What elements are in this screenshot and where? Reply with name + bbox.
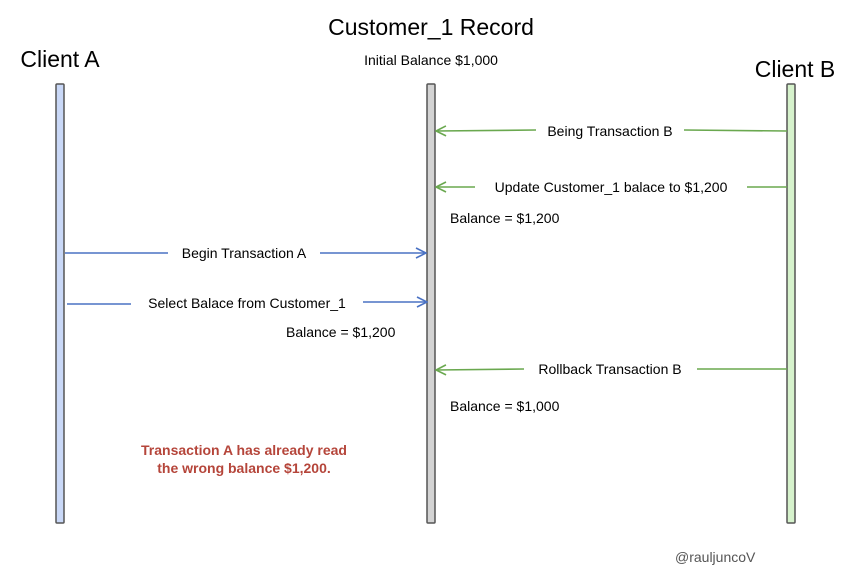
record-lifeline	[426, 83, 436, 524]
message-begin-transaction-b: Being Transaction B	[436, 123, 788, 139]
message-label: Begin Transaction A	[182, 245, 307, 261]
message-label: Being Transaction B	[547, 123, 672, 139]
client-a-lifeline	[55, 83, 65, 524]
message-begin-transaction-a: Begin Transaction A	[65, 245, 426, 261]
author-credit: @rauljuncoV	[675, 549, 756, 565]
balance-after-rollback: Balance = $1,000	[450, 398, 560, 414]
client-a-label: Client A	[20, 46, 100, 72]
note-line-2: the wrong balance $1,200.	[157, 460, 331, 476]
balance-read-by-a: Balance = $1,200	[286, 324, 396, 340]
note-line-1: Transaction A has already read	[141, 442, 347, 458]
message-rollback-transaction-b: Rollback Transaction B	[436, 361, 787, 377]
record-title: Customer_1 Record	[328, 14, 534, 40]
initial-balance-label: Initial Balance $1,000	[364, 52, 498, 68]
message-label: Rollback Transaction B	[538, 361, 681, 377]
message-label: Update Customer_1 balace to $1,200	[495, 179, 728, 195]
client-b-lifeline	[786, 83, 796, 524]
dirty-read-note: Transaction A has already read the wrong…	[141, 442, 347, 476]
message-select-balance: Select Balace from Customer_1	[67, 295, 427, 311]
message-update-customer: Update Customer_1 balace to $1,200	[436, 179, 787, 195]
client-b-label: Client B	[755, 56, 836, 82]
message-label: Select Balace from Customer_1	[148, 295, 346, 311]
balance-after-update: Balance = $1,200	[450, 210, 560, 226]
